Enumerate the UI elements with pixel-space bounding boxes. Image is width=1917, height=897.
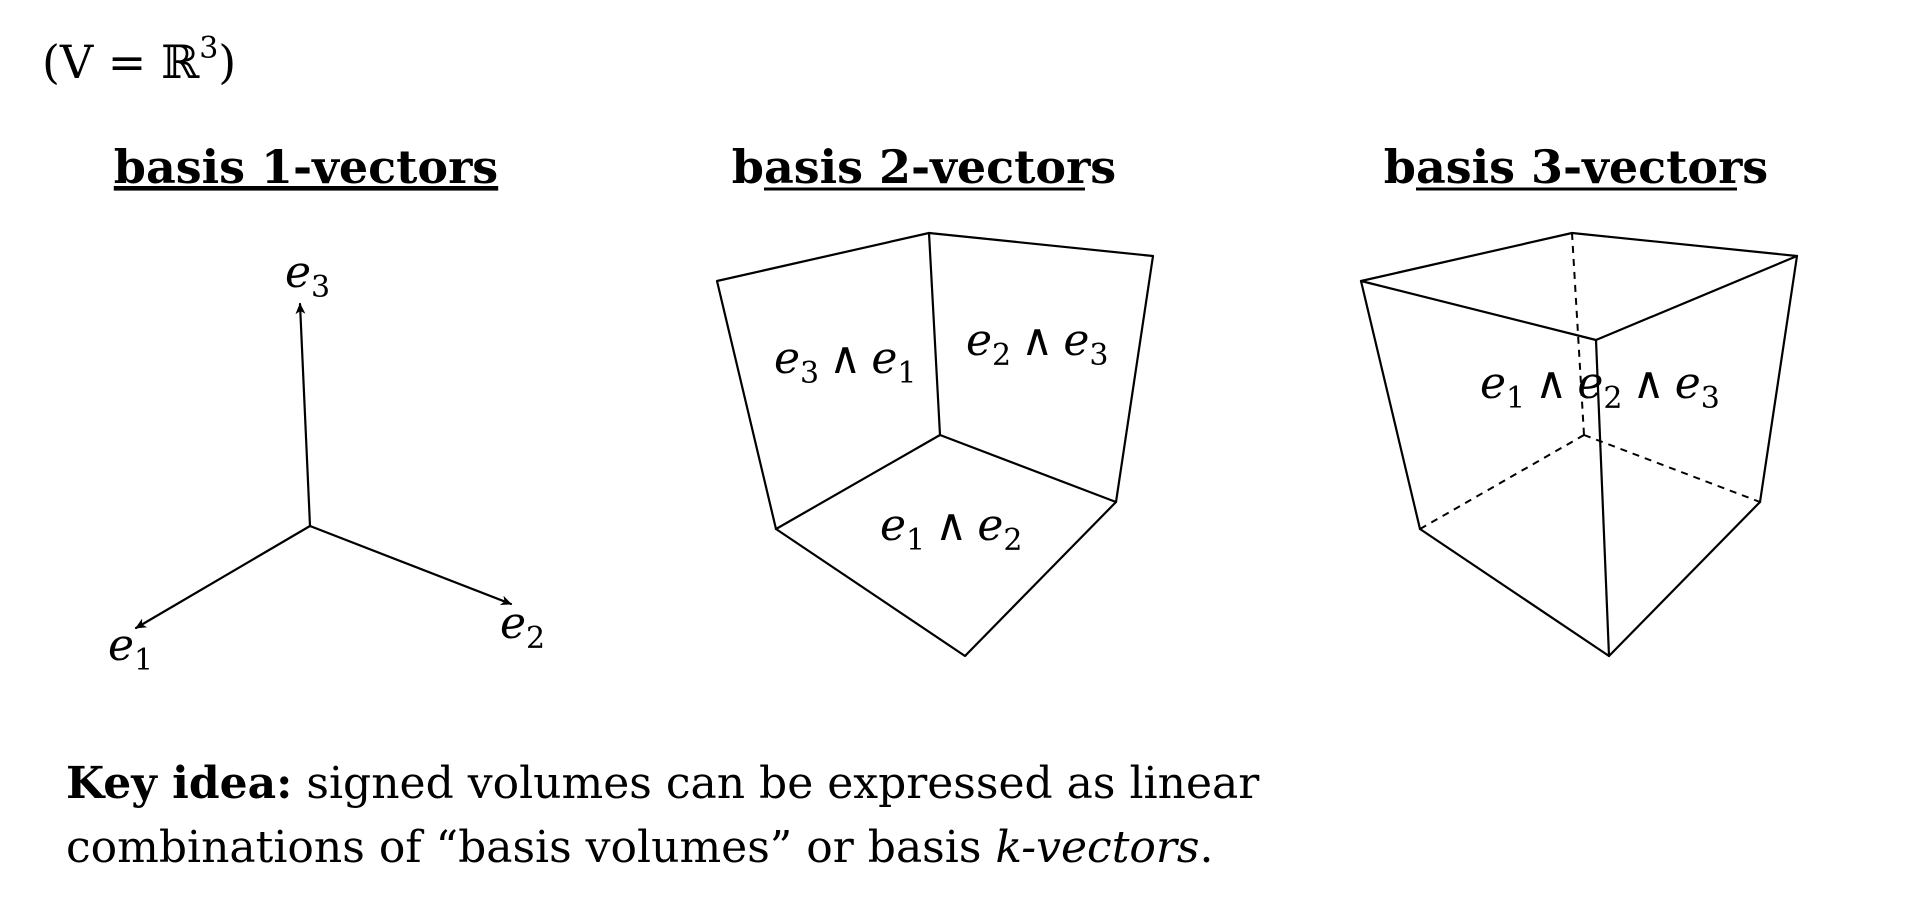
e31-face-edges (715, 231, 942, 531)
key-idea-label: Key idea: (66, 758, 293, 809)
key-idea-period: . (1199, 822, 1214, 873)
bottom-left-edge (1418, 527, 1611, 658)
key-idea-emphasis: k-vectors (995, 822, 1200, 873)
basis-2-vectors-diagram: e3∧e1 e2∧e3 e1∧e2 (715, 231, 1155, 658)
top-face (1359, 231, 1799, 342)
e12-label: e1∧e2 (880, 500, 1023, 558)
e2-arrow (308, 524, 513, 606)
bottom-right-edge (1607, 500, 1762, 658)
key-idea-line-1: signed volumes can be expressed as linea… (306, 758, 1260, 809)
right-vertical-edge (1758, 254, 1799, 504)
hidden-edge-left (1419, 434, 1585, 530)
panel-title-2-vectors: basis 2-vectors (732, 140, 1116, 194)
e3-arrow (295, 302, 312, 528)
key-idea-text: Key idea: signed volumes can be expresse… (66, 752, 1366, 880)
hidden-edge-right (1583, 434, 1761, 503)
e12-face-edges (774, 433, 1118, 658)
e31-label: e3∧e1 (774, 333, 917, 391)
space-definition: (V = ℝ3) (42, 31, 236, 89)
key-idea-line-2: combinations of “basis volumes” or basis (66, 822, 996, 873)
left-vertical-edge (1359, 279, 1422, 531)
panel-title-3-vectors: basis 3-vectors (1384, 140, 1768, 194)
panel-title-1-vectors: basis 1-vectors (114, 140, 498, 194)
e1-label: e1 (108, 620, 153, 678)
e3-label: e3 (285, 247, 330, 305)
basis-1-vectors-diagram: e3 e1 e2 (108, 247, 545, 678)
e23-face-edges (927, 231, 1155, 504)
e23-label: e2∧e3 (966, 315, 1109, 373)
front-vertical-edge (1594, 338, 1611, 658)
basis-3-vectors-diagram: e1∧e2∧e3 (1359, 231, 1799, 658)
e2-label: e2 (500, 598, 545, 656)
e123-label: e1∧e2∧e3 (1480, 358, 1720, 416)
e1-arrow (134, 524, 312, 630)
